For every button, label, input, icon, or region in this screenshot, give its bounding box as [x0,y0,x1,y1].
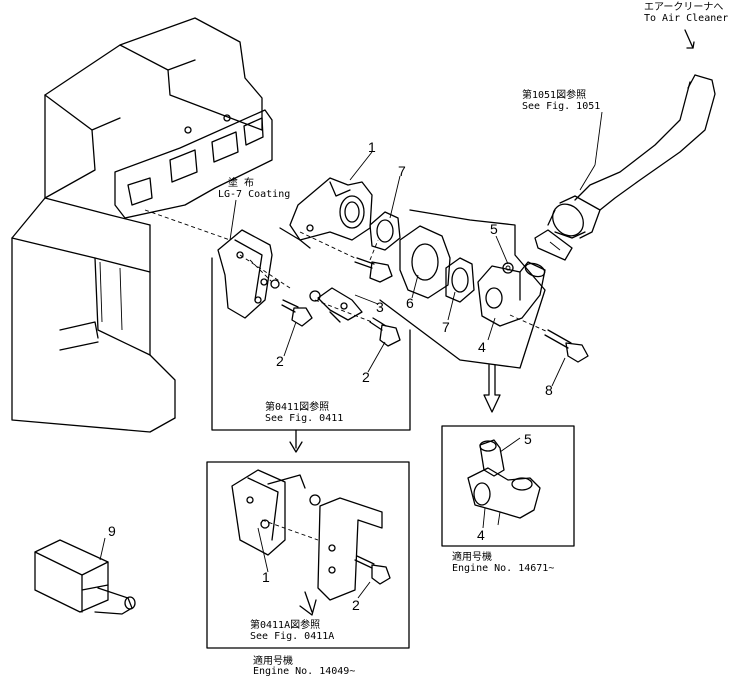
elbow-housing-1 [279,177,373,249]
part-number-1: 1 [368,139,376,155]
part-number-2-right: 2 [362,369,370,385]
part-number-2-left: 2 [276,353,284,369]
part-number-1-inset: 1 [262,569,270,585]
part-number-3: 3 [376,299,384,315]
inset-a-parts [467,439,541,526]
air-cleaner-label-jp: エアークリーナへ [644,2,724,13]
air-cleaner-label-en: To Air Cleaner [644,13,729,24]
part-number-2-inset: 2 [352,597,360,613]
fig1051-label-jp: 第1051図参照 [522,90,587,101]
gasket-7-top [369,211,401,251]
inset-box-b [206,461,410,649]
bolt-2-right [369,317,401,347]
bolt-3 [354,257,393,283]
fig0411-label-en: See Fig. 0411 [265,413,344,424]
fig0411a-label-jp: 第0411A図参照 [250,620,321,631]
part-number-9: 9 [108,523,116,539]
part-number-4: 4 [478,339,486,355]
part-number-6: 6 [406,295,414,311]
fig0411a-label-en: See Fig. 0411A [250,631,335,642]
tool-9 [34,539,136,615]
engine-block [11,17,273,433]
gasket-7-mid [445,257,475,303]
bracket-clip [317,287,363,323]
serial-b-label-en: Engine No. 14049~ [253,666,356,677]
bolt-2-left [281,299,313,327]
cover-6 [399,225,451,299]
fig1051-label-en: See Fig. 1051 [522,101,601,112]
serial-a-label-en: Engine No. 14671~ [452,563,555,574]
part-number-7-mid: 7 [442,319,450,335]
part-number-5-inset: 5 [524,431,532,447]
nut [309,290,321,302]
leader-lines [99,111,603,599]
serial-a-label-jp: 適用号機 [452,552,492,563]
part-number-4-inset: 4 [477,527,485,543]
fig0411-label-jp: 第0411図参照 [265,402,330,413]
part-number-5: 5 [490,221,498,237]
part-number-8: 8 [545,382,553,398]
washer [270,279,280,289]
inset-box-a [441,425,575,547]
part-number-7: 7 [398,163,406,179]
outlet-elbow-4 [477,261,546,327]
inset-b-parts [231,469,391,616]
thermostat-housing-left [217,229,273,319]
coating-label-en: LG-7 Coating [218,189,291,200]
bolt-8 [544,329,589,363]
coating-label-jp: 塗 布 [228,178,255,189]
air-hose [534,29,716,261]
serial-b-label-jp: 適用号機 [253,656,293,667]
